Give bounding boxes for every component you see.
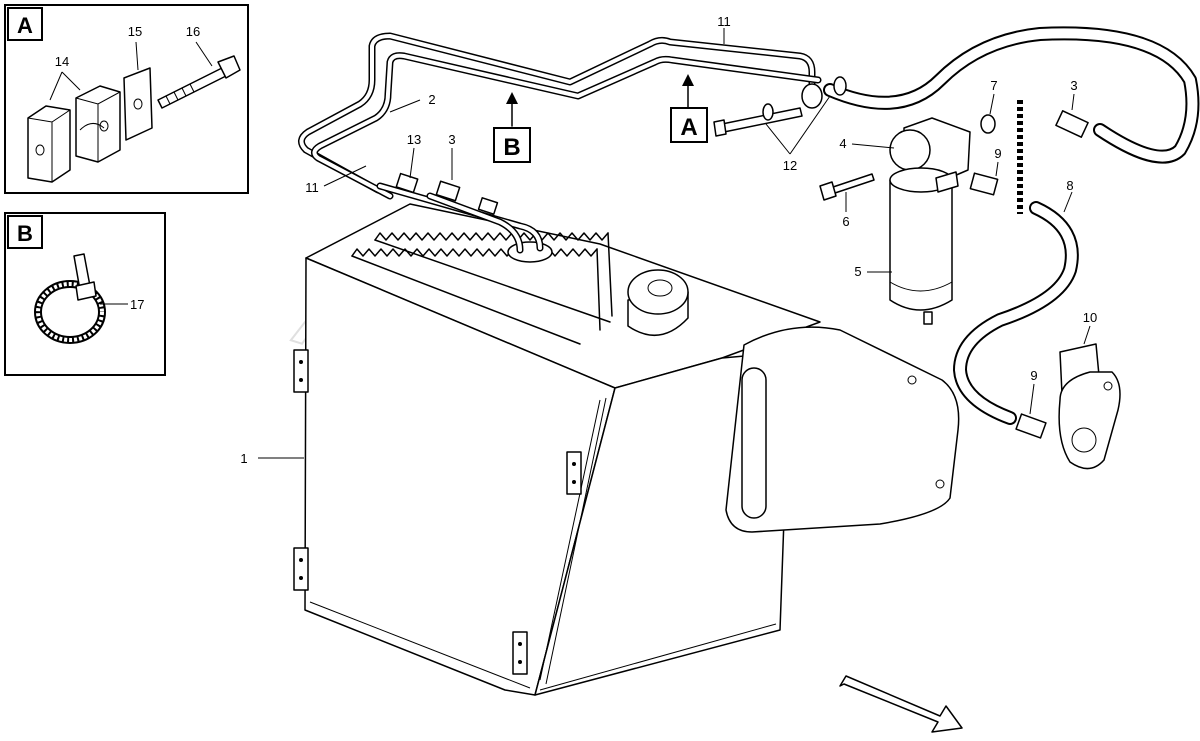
mount-bracket <box>512 631 528 675</box>
callout-9-top: 9 <box>994 146 1001 161</box>
cable-tie <box>34 253 106 344</box>
fuel-filter <box>819 110 1089 325</box>
mount-bracket <box>293 547 309 591</box>
callout-13: 13 <box>407 132 421 147</box>
plate <box>123 67 153 141</box>
fitting-3 <box>435 180 461 202</box>
svg-text:A: A <box>680 114 697 141</box>
inset-a: A 14 15 16 <box>4 4 249 194</box>
callout-5: 5 <box>854 264 861 279</box>
callout-11-left: 11 <box>305 180 319 195</box>
svg-text:B: B <box>503 134 520 161</box>
detail-marker-a: A <box>670 74 708 143</box>
fitting-9-bottom <box>1015 413 1047 439</box>
clamp-halves <box>27 85 121 183</box>
callout-6: 6 <box>842 214 849 229</box>
callout-3-right: 3 <box>1070 78 1077 93</box>
callout-2: 2 <box>428 92 435 107</box>
fitting-3-right <box>1055 110 1089 138</box>
fitting-9-top <box>969 172 999 196</box>
callout-leaders <box>258 28 1091 459</box>
bolt <box>157 55 241 109</box>
fuel-pipes <box>298 32 822 254</box>
forward-direction-arrow <box>839 675 963 733</box>
filler-cap <box>627 269 689 337</box>
callout-11-top: 11 <box>717 14 731 29</box>
feed-pump <box>1015 343 1121 470</box>
frame-clamp <box>713 76 847 137</box>
mount-bracket <box>293 349 309 393</box>
callout-7: 7 <box>990 78 997 93</box>
callout-10: 10 <box>1083 310 1097 325</box>
callout-9-bottom: 9 <box>1030 368 1037 383</box>
callout-16: 16 <box>186 24 200 39</box>
callout-8: 8 <box>1066 178 1073 193</box>
callout-17: 17 <box>130 297 144 312</box>
fitting-13 <box>395 172 419 194</box>
callout-12: 12 <box>783 158 797 173</box>
inset-b-label: B <box>17 221 33 246</box>
fuel-hose <box>823 26 1200 425</box>
fuel-tank <box>293 203 821 696</box>
callout-4: 4 <box>839 136 846 151</box>
inset-b: B 17 <box>4 212 166 376</box>
callout-1: 1 <box>240 451 247 466</box>
callout-14: 14 <box>55 54 69 69</box>
mount-bracket <box>566 451 582 495</box>
filter-canister <box>889 179 953 311</box>
tank-bracket <box>725 326 960 533</box>
inset-a-label: A <box>17 13 33 38</box>
detail-marker-b: B <box>493 92 531 163</box>
callout-15: 15 <box>128 24 142 39</box>
bracket-slot <box>741 367 767 519</box>
callout-3-left: 3 <box>448 132 455 147</box>
